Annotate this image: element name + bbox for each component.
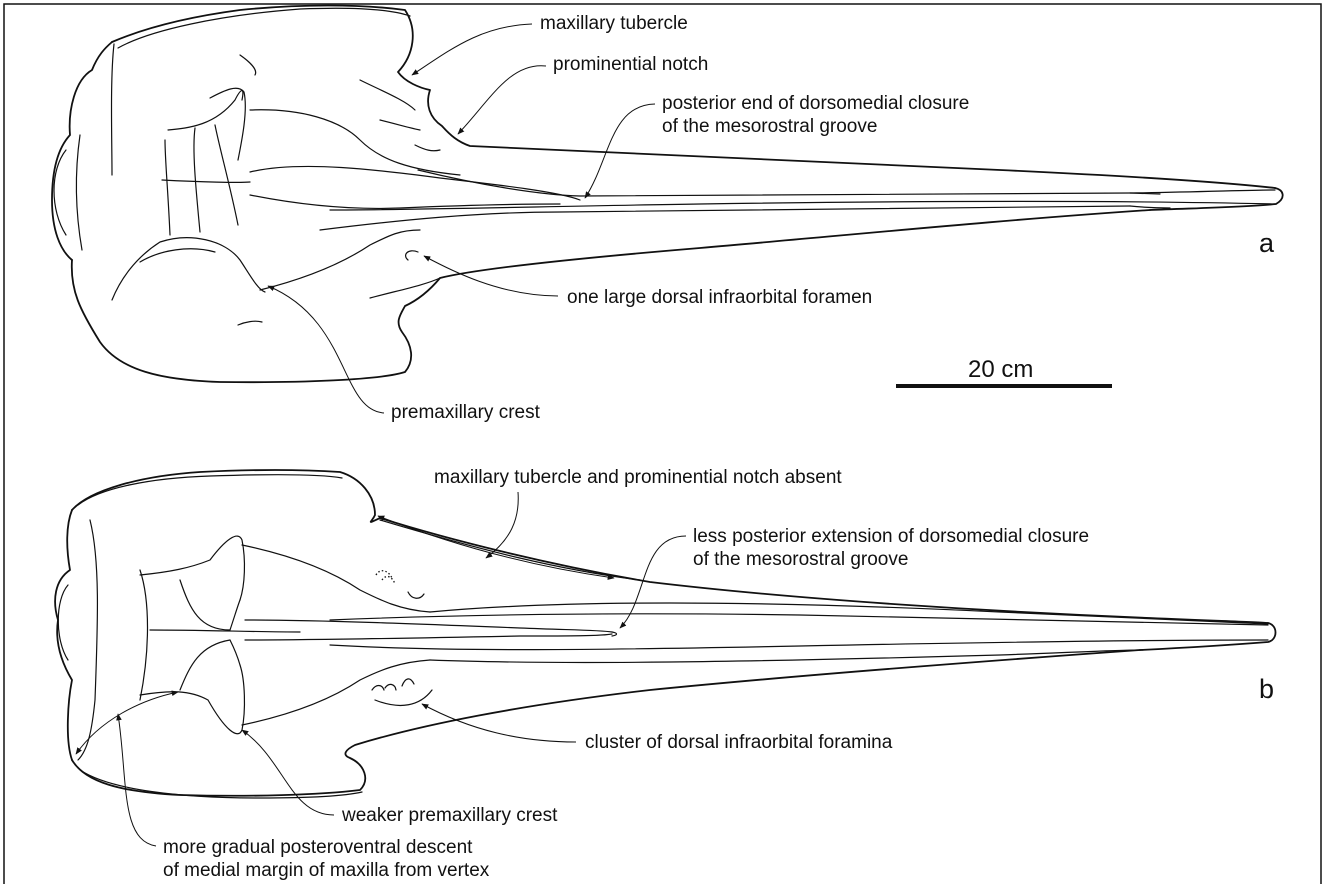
- label-descent-line2: of medial margin of maxilla from vertex: [163, 860, 490, 881]
- leader-premaxillary-crest: [268, 286, 384, 413]
- panel-letter-b: b: [1259, 674, 1274, 704]
- label-closure-b-line2: of the mesorostral groove: [693, 549, 908, 570]
- label-maxillary-tubercle: maxillary tubercle: [540, 13, 688, 34]
- leader-weaker-crest: [242, 730, 334, 815]
- leader-prominential-notch: [458, 66, 546, 134]
- label-infraorbital-foramen: one large dorsal infraorbital foramen: [567, 287, 872, 308]
- foramina-dotted-marks: [376, 571, 395, 584]
- panel-letter-a: a: [1259, 228, 1275, 258]
- label-prominential-notch: prominential notch: [553, 54, 708, 75]
- label-premaxillary-crest: premaxillary crest: [391, 402, 541, 423]
- label-tubercle-absent: maxillary tubercle and prominential notc…: [434, 467, 842, 488]
- label-closure-a-line2: of the mesorostral groove: [662, 116, 877, 137]
- label-closure-b-line1: less posterior extension of dorsomedial …: [693, 526, 1089, 547]
- label-infraorbital-cluster: cluster of dorsal infraorbital foramina: [585, 732, 893, 753]
- leader-maxillary-tubercle: [412, 24, 532, 75]
- scale-bar: 20 cm: [896, 356, 1112, 386]
- label-closure-a-line1: posterior end of dorsomedial closure: [662, 93, 969, 114]
- label-weaker-crest: weaker premaxillary crest: [341, 805, 558, 826]
- leader-descent: [118, 714, 156, 846]
- leader-infraorbital-foramen: [424, 256, 558, 296]
- double-arrow-medial-margin: [76, 692, 178, 754]
- panel-b-annotations: maxillary tubercle and prominential notc…: [76, 467, 1274, 881]
- label-descent-line1: more gradual posteroventral descent: [163, 837, 473, 858]
- skull-b-rostrum-tip: [1140, 623, 1276, 650]
- scale-bar-label: 20 cm: [968, 356, 1033, 383]
- panel-a-annotations: maxillary tubercle prominential notch po…: [268, 13, 1275, 423]
- leader-infraorbital-cluster: [422, 704, 576, 742]
